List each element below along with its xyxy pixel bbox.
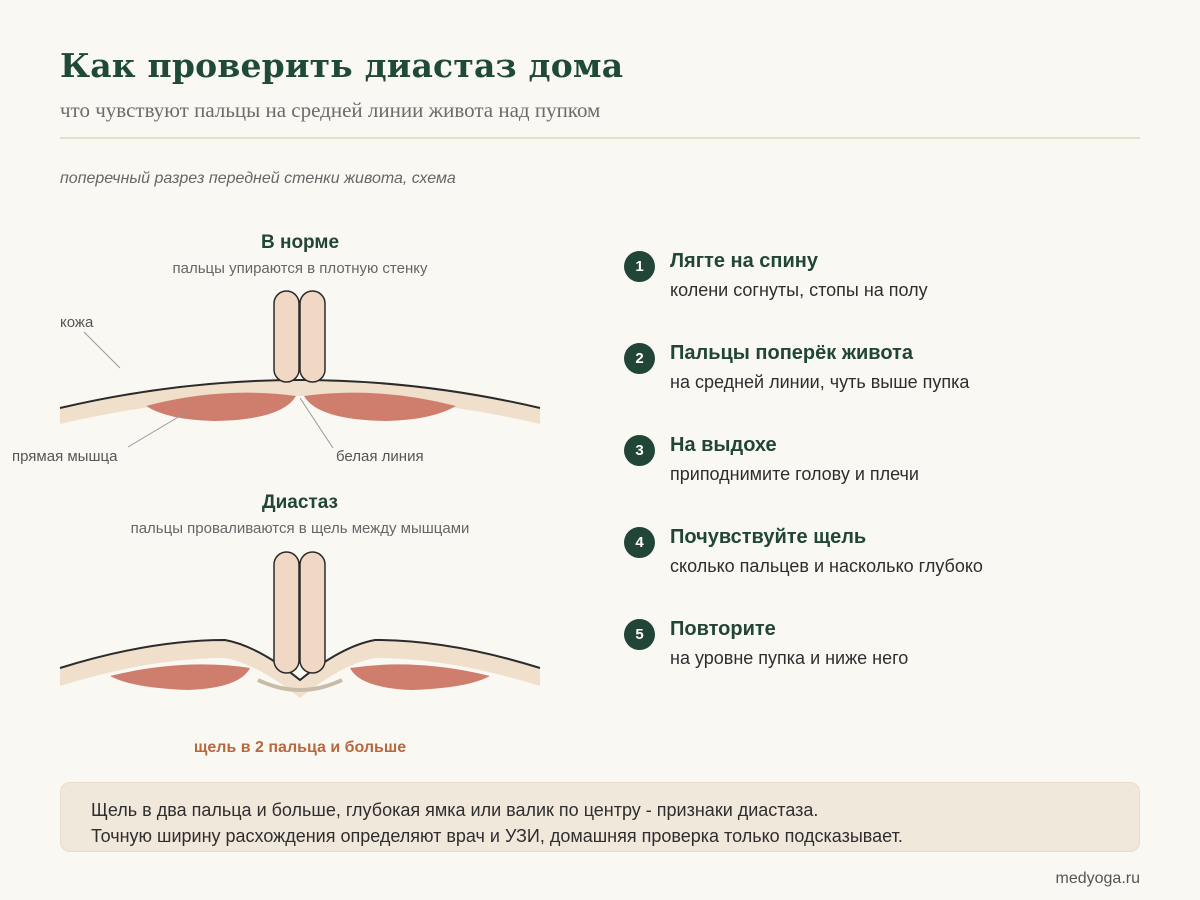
page-title: Как проверить диастаз дома [60, 46, 624, 85]
normal-subheading: пальцы упираются в плотную стенку [173, 260, 428, 277]
step-item: 2 Пальцы поперёк живота на средней линии… [624, 342, 1144, 412]
step-item: 3 На выдохе приподнимите голову и плечи [624, 434, 1144, 504]
linea-alba-label: белая линия [336, 448, 424, 465]
diastasis-heading: Диастаз [262, 492, 338, 513]
diastasis-stretched-linea [257, 678, 343, 692]
step-description: на уровне пупка и ниже него [670, 648, 909, 668]
gap-size-label: щель в 2 пальца и больше [194, 739, 406, 756]
warning-note: Щель в два пальца и больше, глубокая ямк… [60, 782, 1140, 852]
step-item: 5 Повторите на уровне пупка и ниже него [624, 618, 1144, 688]
step-description: приподнимите голову и плечи [670, 464, 919, 484]
normal-finger-right [299, 290, 326, 383]
normal-abdominal-wall [60, 380, 540, 424]
step-title: Повторите [670, 618, 776, 640]
step-number-badge: 3 [624, 435, 655, 466]
muscle-leader-line [127, 409, 191, 448]
step-number-badge: 4 [624, 527, 655, 558]
step-description: сколько пальцев и насколько глубоко [670, 556, 983, 576]
title-divider [60, 137, 1140, 139]
note-line-1: Щель в два пальца и больше, глубокая ямк… [91, 800, 819, 820]
step-description: на средней линии, чуть выше пупка [670, 372, 970, 392]
step-description: колени согнуты, стопы на полу [670, 280, 928, 300]
normal-heading: В норме [261, 232, 339, 253]
diastasis-subheading: пальцы проваливаются в щель между мышцам… [131, 520, 470, 537]
diastasis-skin-line [59, 638, 541, 682]
step-item: 1 Лягте на спину колени согнуты, стопы н… [624, 250, 1144, 320]
step-number-badge: 2 [624, 343, 655, 374]
diastasis-rectus-muscle-left [110, 664, 250, 690]
diagram-caption: поперечный разрез передней стенки живота… [60, 170, 456, 187]
diastasis-finger-left [273, 551, 300, 674]
diastasis-diagram: Диастаз пальцы проваливаются в щель межд… [59, 492, 541, 756]
skin-label: кожа [60, 314, 94, 331]
diastasis-finger-right [299, 551, 326, 674]
skin-leader-line [83, 331, 121, 369]
cross-section-diagram: В норме пальцы упираются в плотную стенк… [0, 220, 580, 780]
step-item: 4 Почувствуйте щель сколько пальцев и на… [624, 526, 1144, 596]
step-title: Почувствуйте щель [670, 526, 867, 548]
step-title: Пальцы поперёк живота [670, 342, 913, 364]
step-number-badge: 5 [624, 619, 655, 650]
normal-finger-left [273, 290, 300, 383]
linea-leader-line [299, 397, 334, 449]
diastasis-rectus-muscle-right [350, 664, 490, 690]
normal-diagram: В норме пальцы упираются в плотную стенк… [12, 232, 541, 465]
note-line-2: Точную ширину расхождения определяют вра… [91, 826, 903, 846]
site-credit: medyoga.ru [1055, 870, 1141, 887]
step-title: На выдохе [670, 434, 777, 456]
normal-rectus-muscle-right [304, 392, 456, 421]
normal-skin-line [59, 379, 541, 409]
muscle-label: прямая мышца [12, 448, 118, 465]
step-title: Лягте на спину [670, 250, 818, 272]
page-subtitle: что чувствуют пальцы на средней линии жи… [60, 98, 601, 122]
step-number-badge: 1 [624, 251, 655, 282]
diastasis-abdominal-wall [60, 640, 540, 698]
